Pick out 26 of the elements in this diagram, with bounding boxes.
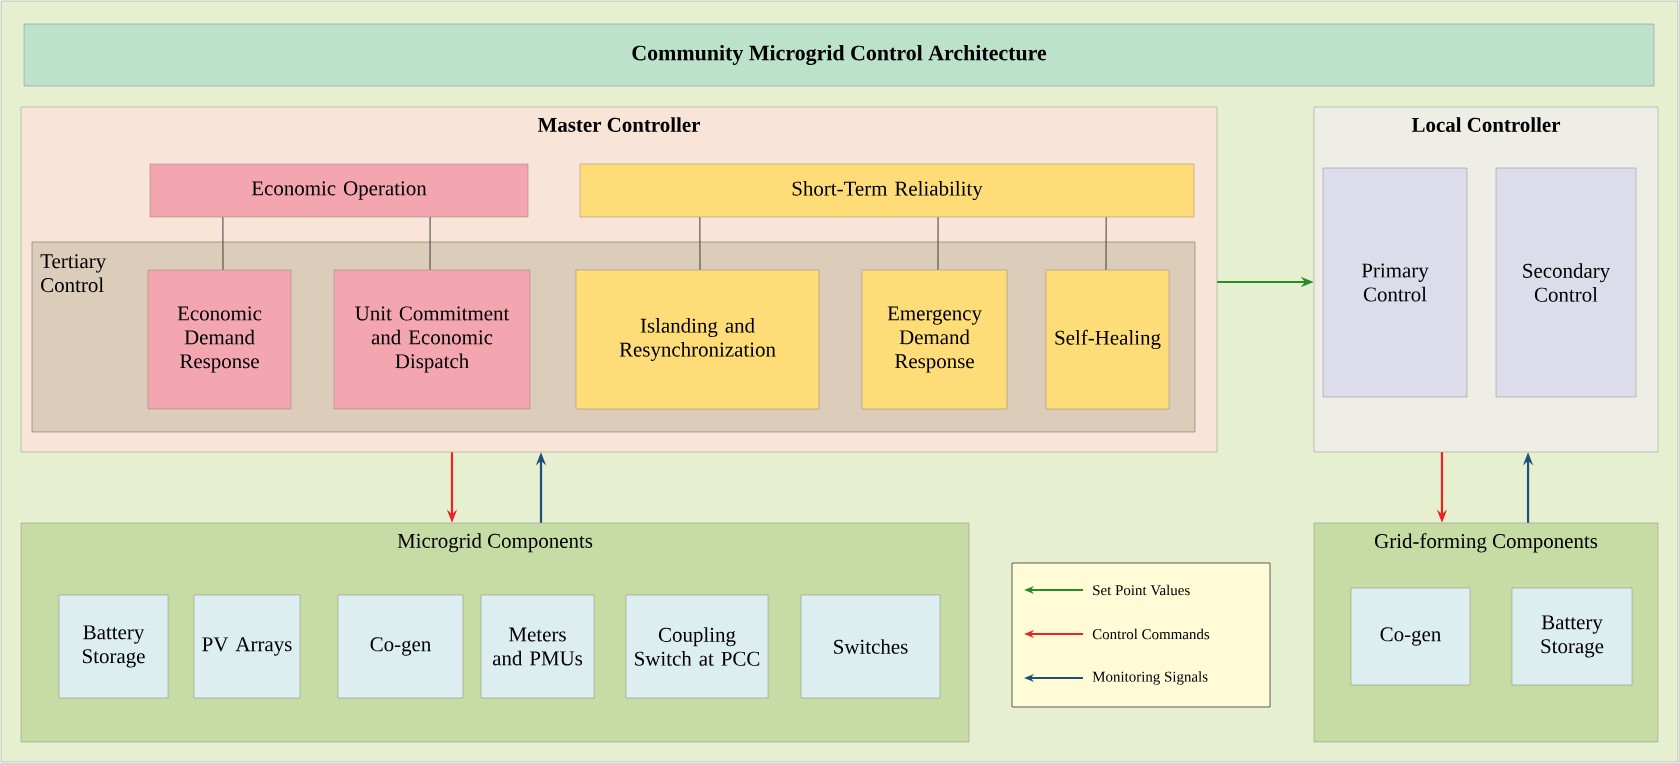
function-box: Economic Operation: [149, 163, 529, 218]
connector-line: [699, 216, 701, 271]
function-box: Economic Demand Response: [147, 269, 292, 410]
connector-line: [937, 216, 939, 271]
function-box: Short-Term Reliability: [579, 163, 1195, 218]
function-box: Co-gen: [337, 594, 464, 699]
title-band: Community Microgrid Control Architecture: [23, 23, 1655, 87]
legend-text: Set Point Values: [1093, 584, 1190, 596]
connector-line: [222, 216, 224, 271]
legend-text: Monitoring Signals: [1092, 671, 1208, 685]
function-box: Primary Control: [1322, 167, 1468, 398]
function-box: Emergency Demand Response: [861, 269, 1008, 410]
function-box: Self-Healing: [1045, 269, 1170, 410]
function-box: Coupling Switch at PCC: [625, 594, 769, 699]
function-box: Battery Storage: [1511, 587, 1633, 686]
function-box: Switches: [800, 594, 941, 699]
function-box: Co-gen: [1350, 587, 1471, 686]
connector-line: [429, 216, 431, 271]
legend-text: Control Commands: [1092, 628, 1210, 640]
function-box: Battery Storage: [58, 594, 169, 699]
function-box: Meters and PMUs: [480, 594, 595, 699]
function-box: Islanding and Resynchronization: [575, 269, 820, 410]
function-box: PV Arrays: [193, 594, 301, 699]
function-box: Unit Commitment and Economic Dispatch: [333, 269, 531, 410]
function-box: Secondary Control: [1495, 167, 1637, 398]
connector-line: [1105, 216, 1107, 271]
